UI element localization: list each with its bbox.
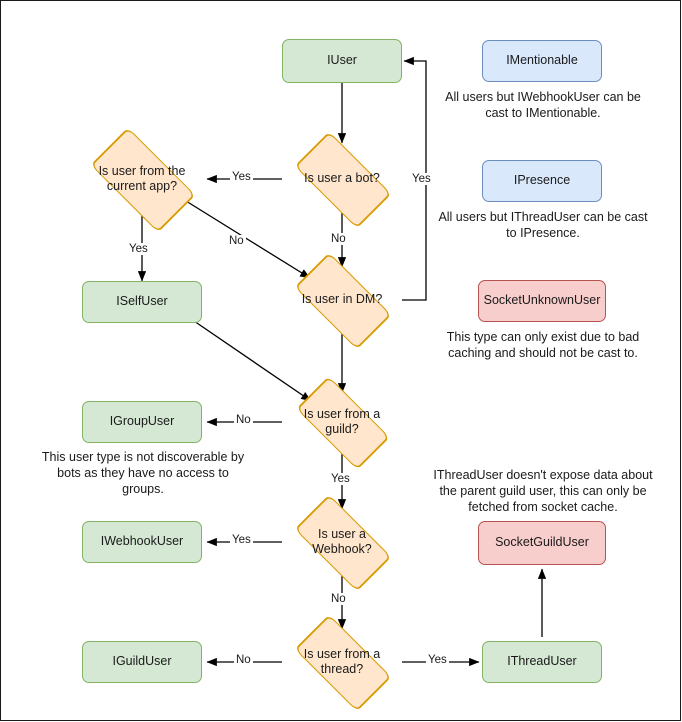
node-iuser[interactable]: IUser: [282, 39, 402, 83]
node-is-user-from-current-app-label: Is user from the current app?: [98, 163, 186, 193]
edge-label-bot-yes: Yes: [230, 171, 253, 183]
node-is-user-from-guild[interactable]: Is user from a guild?: [282, 376, 402, 470]
edge-label-dm-yes: Yes: [410, 173, 433, 185]
node-iguilduser-label: IGuildUser: [112, 654, 172, 669]
node-is-user-from-current-app[interactable]: Is user from the current app?: [77, 127, 207, 233]
node-ipresence-label: IPresence: [513, 173, 571, 188]
edge-iselfuser-to-fromguild: [193, 320, 312, 402]
note-ipresence: All users but IThreadUser can be cast to…: [438, 210, 648, 240]
node-imentionable-label: IMentionable: [506, 53, 578, 68]
edge-label-webhook-yes: Yes: [230, 534, 253, 546]
node-is-user-a-webhook[interactable]: Is user a Webhook?: [282, 494, 402, 592]
node-socketunknownuser[interactable]: SocketUnknownUser: [478, 280, 606, 322]
edge-label-guild-no: No: [234, 414, 253, 426]
edge-label-webhook-no: No: [329, 593, 348, 605]
node-is-user-from-thread[interactable]: Is user from a thread?: [282, 614, 402, 712]
edge-label-guild-yes: Yes: [329, 473, 352, 485]
node-iselfuser[interactable]: ISelfUser: [82, 281, 202, 323]
note-socketunknownuser: This type can only exist due to bad cach…: [446, 330, 640, 360]
node-imentionable[interactable]: IMentionable: [482, 40, 602, 82]
edge-label-thread-no: No: [234, 654, 253, 666]
node-ipresence[interactable]: IPresence: [482, 160, 602, 202]
edge-label-bot-no: No: [329, 233, 348, 245]
node-iselfuser-label: ISelfUser: [116, 294, 168, 309]
node-is-user-from-guild-label: Is user from a guild?: [303, 406, 381, 436]
edge-label-thread-yes: Yes: [426, 654, 449, 666]
node-iwebhookuser[interactable]: IWebhookUser: [82, 521, 202, 563]
node-socketguilduser[interactable]: SocketGuildUser: [478, 521, 606, 565]
node-is-user-from-thread-label: Is user from a thread?: [303, 646, 381, 676]
node-socketunknownuser-label: SocketUnknownUser: [483, 293, 601, 308]
node-is-user-a-bot-label: Is user a bot?: [304, 171, 380, 186]
node-igroupuser[interactable]: IGroupUser: [82, 401, 202, 443]
note-igroupuser: This user type is not discoverable by bo…: [41, 450, 245, 496]
node-iguilduser[interactable]: IGuildUser: [82, 641, 202, 683]
edge-label-app-yes: Yes: [127, 243, 150, 255]
edge-label-app-no: No: [227, 235, 246, 247]
note-socketguilduser: IThreadUser doesn't expose data about th…: [433, 468, 653, 514]
node-ithreaduser[interactable]: IThreadUser: [482, 641, 602, 683]
node-socketguilduser-label: SocketGuildUser: [495, 535, 589, 550]
node-is-user-a-bot[interactable]: Is user a bot?: [282, 131, 402, 229]
node-is-user-a-webhook-label: Is user a Webhook?: [312, 526, 372, 556]
node-igroupuser-label: IGroupUser: [109, 414, 175, 429]
note-imentionable: All users but IWebhookUser can be cast t…: [445, 90, 641, 120]
node-ithreaduser-label: IThreadUser: [507, 654, 577, 669]
node-iuser-label: IUser: [327, 53, 357, 68]
node-is-user-in-dm[interactable]: Is user in DM?: [282, 252, 402, 350]
node-iwebhookuser-label: IWebhookUser: [100, 534, 184, 549]
node-is-user-in-dm-label: Is user in DM?: [301, 292, 383, 307]
